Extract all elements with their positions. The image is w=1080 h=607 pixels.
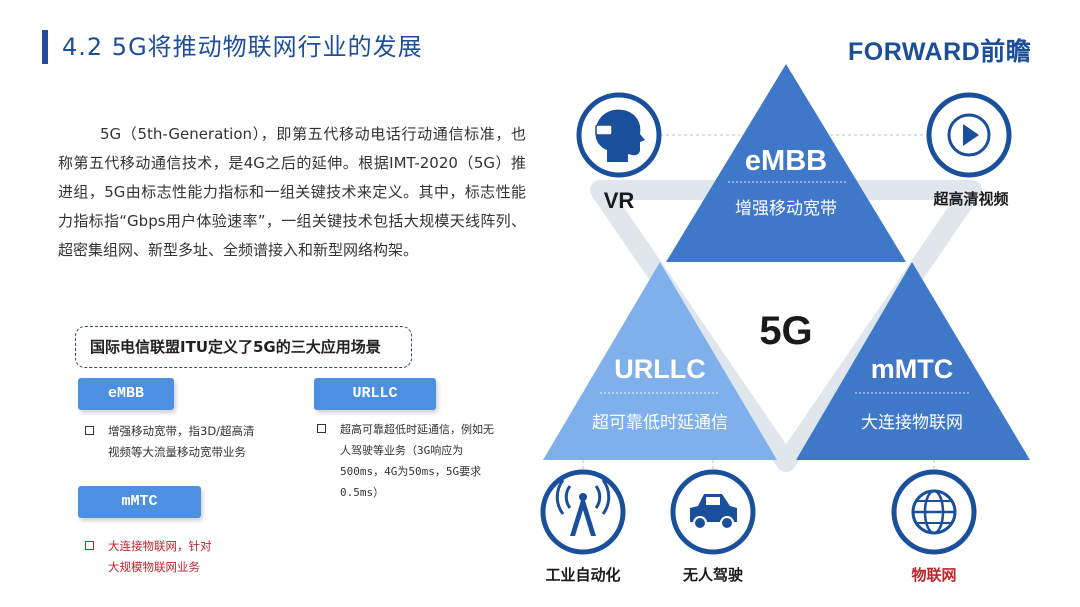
antenna-tower-icon [540,469,626,555]
scenario-pill-mmtc: mMTC [78,486,201,518]
title-accent-bar [42,30,48,64]
triangle-embb [666,64,906,262]
itu-caption-box [75,326,412,368]
bullet-line: 增强移动宽带，指3D/超高清 [108,424,255,438]
intro-paragraph: 5G（5th-Generation），即第五代移动电话行动通信标准，也称第五代移… [58,125,526,259]
bullet-embb: 增强移动宽带，指3D/超高清 视频等大流量移动宽带业务 [85,421,308,463]
bullet-line: 超高可靠超低时延通信，例如无 [340,423,494,436]
triangle-urllc-subtitle: 超可靠低时延通信 [592,413,728,433]
triangle-mmtc [796,262,1030,460]
car-icon [670,469,756,555]
triangle-urllc [543,262,777,460]
vr-head-icon [576,92,662,178]
scenario-pill-urllc: URLLC [314,378,436,410]
bullet-line: 人驾驶等业务（3G响应为 [340,444,464,457]
brand-logo: FORWARD前瞻 [848,38,1032,66]
page-title: 4.2 5G将推动物联网行业的发展 [62,33,423,61]
scenario-pill-embb: eMBB [78,378,174,410]
triangle-urllc-title: URLLC [614,354,705,384]
globe-icon [891,469,977,555]
app-label-uhd-video: 超高清视频 [932,190,1008,208]
app-label-vr: VR [604,188,635,213]
app-label-industrial-automation: 工业自动化 [545,566,620,584]
checkbox-square-icon [317,424,326,433]
triangle-mmtc-subtitle: 大连接物联网 [861,413,963,433]
checkbox-square-icon [85,426,94,435]
triangle-mmtc-title: mMTC [871,354,954,384]
video-play-icon [926,92,1012,178]
bullet-line: 0.5ms） [340,486,385,499]
bullet-urllc: 超高可靠超低时延通信，例如无 人驾驶等业务（3G响应为 500ms，4G为50m… [317,419,540,503]
triangle-embb-subtitle: 增强移动宽带 [735,199,837,219]
center-circle [731,273,841,383]
bullet-mmtc: 大连接物联网，针对 大规模物联网业务 [85,536,308,578]
app-label-driverless: 无人驾驶 [682,566,743,584]
bullet-line: 大连接物联网，针对 [108,539,212,553]
triangle-embb-title: eMBB [745,145,827,177]
bullet-line: 视频等大流量移动宽带业务 [108,445,246,459]
bullet-line: 大规模物联网业务 [108,560,200,574]
bullet-line: 500ms，4G为50ms，5G要求 [340,465,482,478]
itu-caption: 国际电信联盟ITU定义了5G的三大应用场景 [90,338,381,356]
center-label: 5G [759,309,812,353]
app-label-iot: 物联网 [911,566,956,584]
checkbox-square-icon [85,541,94,550]
